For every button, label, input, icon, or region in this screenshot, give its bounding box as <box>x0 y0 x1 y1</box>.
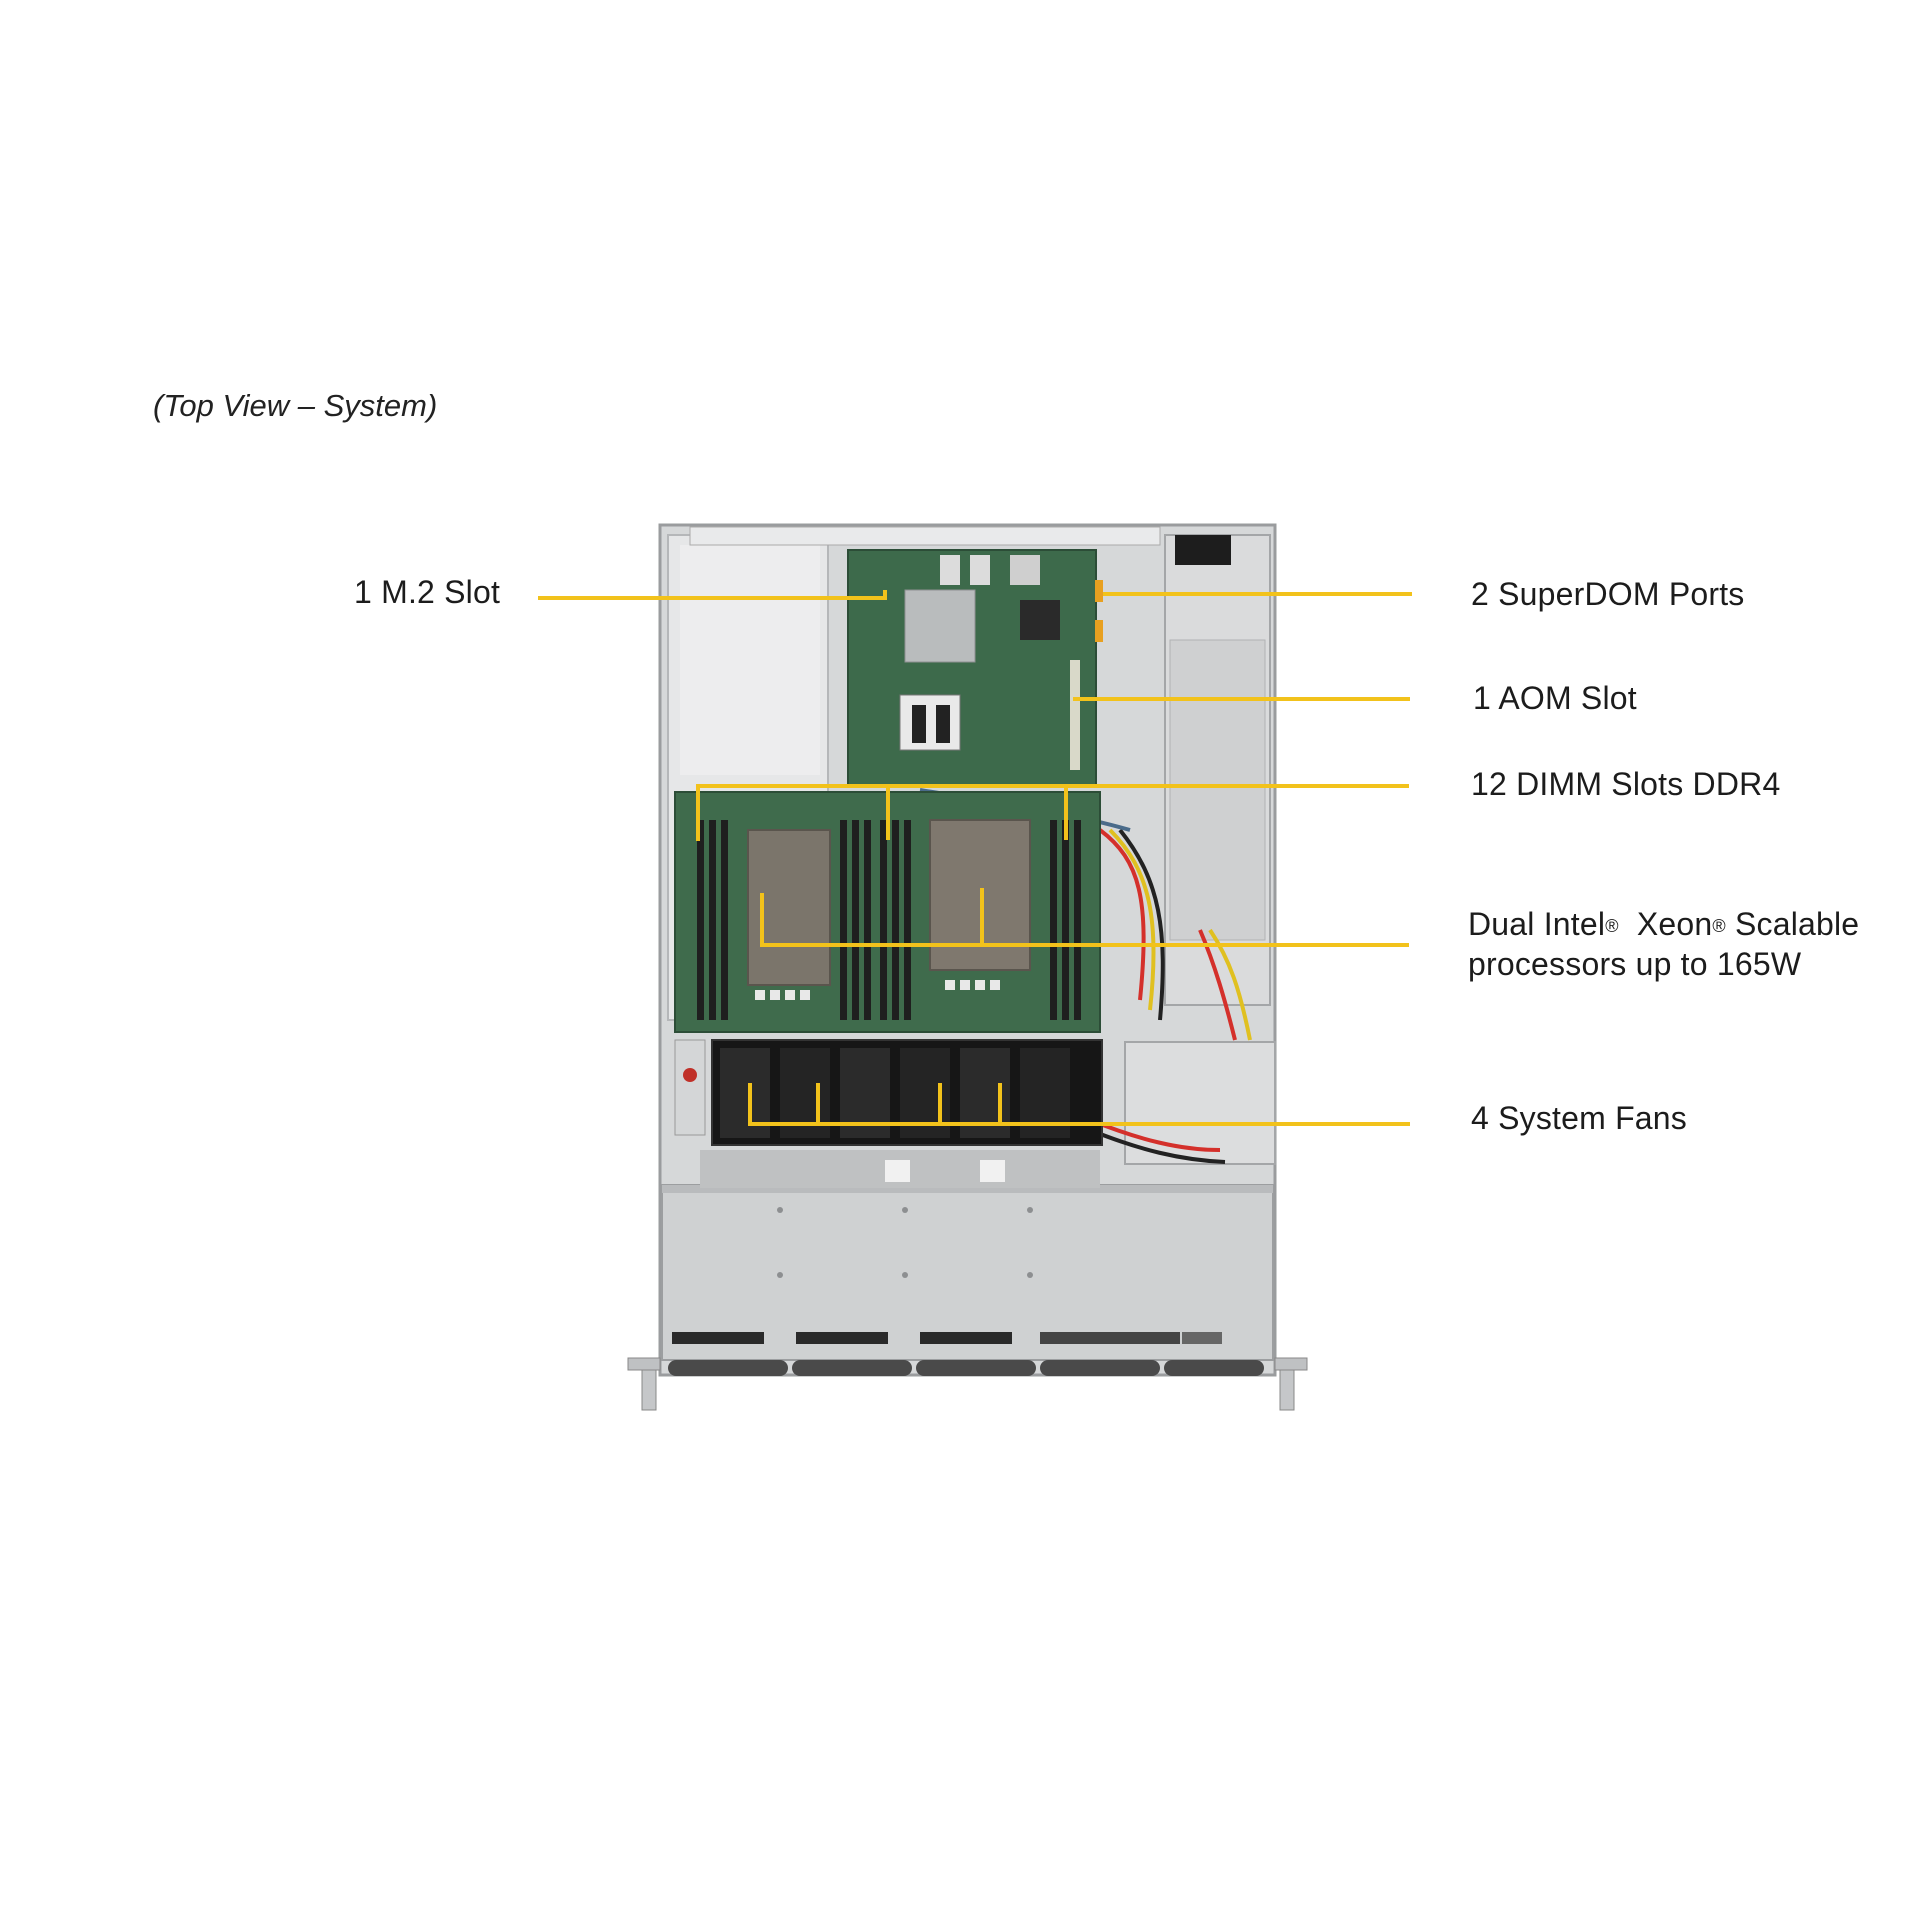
view-caption: (Top View – System) <box>153 388 438 423</box>
callout-m2 <box>538 590 887 600</box>
callout-cpu <box>760 893 1409 947</box>
label-aom-slot: 1 AOM Slot <box>1473 680 1637 716</box>
label-processors: Dual Intel® Xeon® Scalable processors up… <box>1468 904 1859 984</box>
motherboard-upper <box>847 549 1103 786</box>
cpu-family-text: Xeon <box>1636 906 1713 942</box>
label-m2-slot: 1 M.2 Slot <box>354 574 501 610</box>
label-superdom-ports: 2 SuperDOM Ports <box>1471 576 1745 612</box>
label-dimm-slots: 12 DIMM Slots DDR4 <box>1471 766 1781 802</box>
label-system-fans: 4 System Fans <box>1471 1100 1688 1136</box>
registered-mark: ® <box>1712 916 1726 936</box>
label-processors-line1: Dual Intel® Xeon® Scalable <box>1468 904 1859 944</box>
fan-bay <box>674 1039 1103 1188</box>
registered-mark: ® <box>1605 916 1619 936</box>
callout-dimm <box>696 784 1409 841</box>
label-processors-line2: processors up to 165W <box>1468 946 1802 982</box>
callout-lines <box>538 590 1412 1126</box>
callout-fans <box>748 1083 1410 1126</box>
cpu-brand-text: Dual Intel <box>1468 906 1606 942</box>
cpu-series-text: Scalable <box>1734 906 1860 942</box>
power-supply <box>1124 534 1276 1165</box>
